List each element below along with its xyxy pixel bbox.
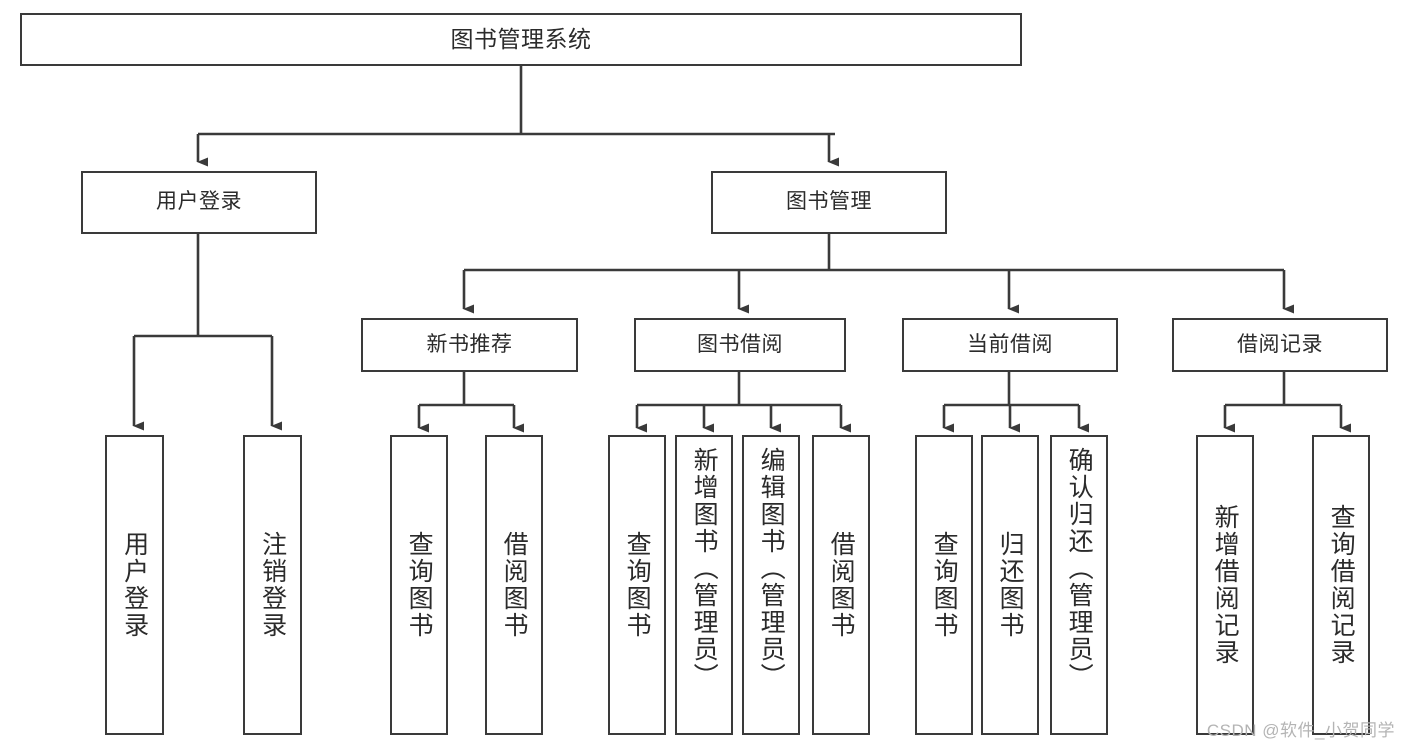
leaf-user-login-logout[interactable]: 注销登录 (243, 435, 302, 735)
leaf-current-borrow-confirm[interactable]: 确认归还（管理员） (1050, 435, 1108, 735)
leaf-borrow-record-add[interactable]: 新增借阅记录 (1196, 435, 1254, 735)
leaf-new-book-query-label: 查询图书 (405, 531, 434, 639)
leaf-book-borrow-query-label: 查询图书 (623, 531, 652, 639)
leaf-user-login-login[interactable]: 用户登录 (105, 435, 164, 735)
leaf-book-borrow-borrow[interactable]: 借阅图书 (812, 435, 870, 735)
leaf-current-borrow-return-label: 归还图书 (996, 531, 1025, 639)
leaf-book-borrow-borrow-label: 借阅图书 (827, 531, 856, 639)
leaf-book-borrow-add-label: 新增图书（管理员） (690, 447, 719, 690)
leaf-borrow-record-query-label: 查询借阅记录 (1327, 504, 1356, 666)
node-root-system[interactable]: 图书管理系统 (20, 13, 1022, 66)
leaf-book-borrow-query[interactable]: 查询图书 (608, 435, 666, 735)
leaf-user-login-login-label: 用户登录 (120, 531, 149, 639)
node-root-system-label: 图书管理系统 (450, 25, 592, 52)
node-book-borrow-label: 图书借阅 (697, 332, 783, 356)
node-current-borrow-label: 当前借阅 (967, 332, 1053, 356)
node-book-management[interactable]: 图书管理 (711, 171, 947, 234)
node-new-book-recommend[interactable]: 新书推荐 (361, 318, 578, 372)
node-borrow-record-label: 借阅记录 (1237, 332, 1323, 356)
leaf-new-book-borrow-label: 借阅图书 (500, 531, 529, 639)
leaf-current-borrow-confirm-label: 确认归还（管理员） (1065, 447, 1094, 690)
leaf-book-borrow-edit[interactable]: 编辑图书（管理员） (742, 435, 800, 735)
node-borrow-record[interactable]: 借阅记录 (1172, 318, 1388, 372)
leaf-new-book-borrow[interactable]: 借阅图书 (485, 435, 543, 735)
leaf-new-book-query[interactable]: 查询图书 (390, 435, 448, 735)
leaf-book-borrow-edit-label: 编辑图书（管理员） (757, 447, 786, 690)
node-user-login[interactable]: 用户登录 (81, 171, 317, 234)
leaf-current-borrow-query-label: 查询图书 (930, 531, 959, 639)
leaf-current-borrow-return[interactable]: 归还图书 (981, 435, 1039, 735)
node-book-management-label: 图书管理 (786, 190, 872, 214)
node-current-borrow[interactable]: 当前借阅 (902, 318, 1118, 372)
node-new-book-recommend-label: 新书推荐 (426, 332, 513, 356)
leaf-book-borrow-add[interactable]: 新增图书（管理员） (675, 435, 733, 735)
leaf-borrow-record-query[interactable]: 查询借阅记录 (1312, 435, 1370, 735)
node-user-login-label: 用户登录 (156, 190, 242, 214)
leaf-user-login-logout-label: 注销登录 (258, 531, 287, 639)
leaf-current-borrow-query[interactable]: 查询图书 (915, 435, 973, 735)
leaf-borrow-record-add-label: 新增借阅记录 (1211, 504, 1240, 666)
node-book-borrow[interactable]: 图书借阅 (634, 318, 846, 372)
